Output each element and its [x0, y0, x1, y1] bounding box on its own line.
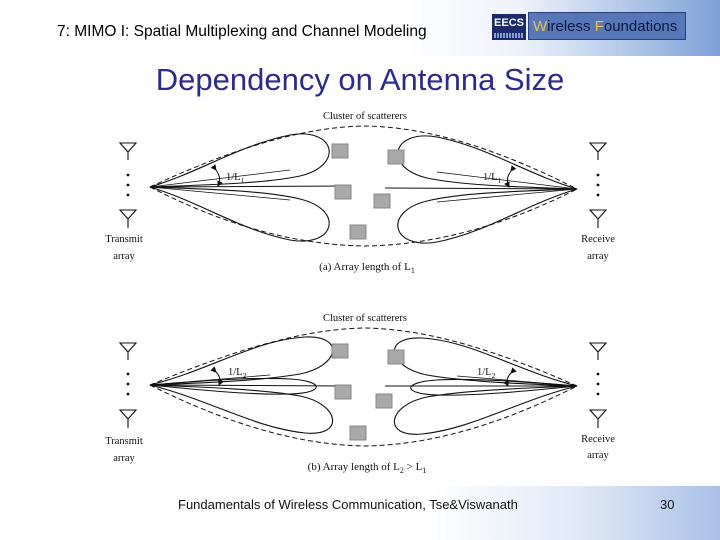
tx-angle-arc-a [210, 164, 223, 187]
caption-a: (a) Array length of L1 [319, 261, 415, 275]
rx-beam-a [384, 187, 578, 190]
rx-ray-b [456, 375, 578, 387]
scatterer [375, 393, 393, 409]
tx-label-array-b: array [113, 453, 135, 464]
scatterer [387, 149, 405, 165]
scatterer [349, 224, 367, 240]
scatterer [331, 343, 349, 359]
rx-array-a [588, 142, 608, 228]
slide-title: Dependency on Antenna Size [155, 62, 565, 97]
wireless-foundations-logo: Wireless Foundations [528, 12, 686, 40]
cluster-label-a: Cluster of scatterers [323, 111, 407, 122]
rx-array-b [588, 342, 608, 428]
tx-array-a [118, 142, 138, 228]
rx-lobe-lower-b [393, 385, 578, 435]
header-title: 7: MIMO I: Spatial Multiplexing and Chan… [57, 23, 427, 40]
tx-lobe-upper-a [149, 133, 330, 188]
tx-ray-2-a [149, 186, 291, 201]
tx-lobe-lower-a [149, 186, 330, 242]
antenna-icon [588, 209, 608, 228]
rx-angle-arc-a [504, 165, 517, 188]
caption-b: (b) Array length of L2 > L1 [308, 461, 427, 475]
rx-ray-2-a [436, 188, 578, 203]
cluster-label-b: Cluster of scatterers [323, 313, 407, 324]
page-number: 30 [660, 497, 675, 512]
antenna-icon [588, 342, 608, 360]
antenna-icon [118, 342, 138, 360]
envelope-top-b [149, 327, 578, 387]
tx-angle-label-b: 1/L2 [228, 367, 247, 380]
tx-label-a: Transmit [105, 234, 143, 245]
rx-label-b: Receive [581, 434, 615, 445]
tx-angle-label-a: 1/L1 [226, 172, 245, 185]
footer-bar [0, 486, 720, 540]
antenna-icon [118, 142, 138, 160]
scatterer [334, 384, 352, 400]
antenna-icon [588, 409, 608, 428]
scatterer [373, 193, 391, 209]
tx-ray-b [149, 374, 271, 386]
eecs-logo-text: EECS [494, 17, 524, 29]
antenna-icon [118, 409, 138, 428]
antenna-icon [588, 142, 608, 160]
tx-label-array-a: array [113, 251, 135, 262]
panel-a: Cluster of scatterers 1/L1 1/L1 [105, 111, 615, 275]
rx-label-array-b: array [587, 450, 609, 461]
rx-angle-label-a: 1/L1 [483, 172, 502, 185]
scatterer [331, 143, 349, 159]
rx-angle-arc-b [503, 367, 517, 387]
scatterer [334, 184, 352, 200]
scatterer [387, 349, 405, 365]
tx-array-b [118, 342, 138, 428]
tx-label-b: Transmit [105, 436, 143, 447]
panel-b: Cluster of scatterers 1/L2 1/L2 [105, 313, 615, 475]
tx-angle-arc-b [210, 366, 224, 386]
scatterer [349, 425, 367, 441]
eecs-logo: EECS [492, 14, 526, 40]
rx-label-array-a: array [587, 251, 609, 262]
rx-label-a: Receive [581, 234, 615, 245]
tx-beam-a [149, 185, 346, 188]
antenna-icon [118, 209, 138, 228]
envelope-bottom-a [149, 186, 578, 247]
rx-angle-label-b: 1/L2 [477, 367, 496, 380]
footer-citation: Fundamentals of Wireless Communication, … [178, 497, 518, 512]
tx-beam-b [149, 384, 346, 387]
envelope-bottom-b [149, 384, 578, 447]
tx-lobe-lower-b [149, 384, 334, 434]
rx-lobe-lower-a [397, 188, 578, 244]
envelope-top-a [149, 125, 578, 190]
